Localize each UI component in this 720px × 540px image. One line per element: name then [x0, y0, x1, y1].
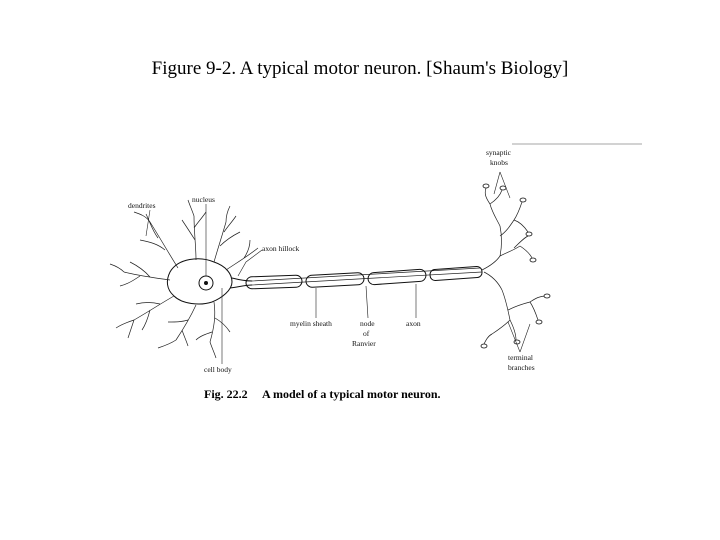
synaptic-knobs	[480, 183, 551, 349]
label-synaptic: synaptic	[486, 148, 512, 157]
label-branches: branches	[508, 363, 535, 372]
myelin-sheath-segments	[245, 266, 483, 290]
label-knobs: knobs	[490, 158, 508, 167]
label-node-3: Ranvier	[352, 339, 376, 348]
label-node-2: of	[363, 329, 370, 338]
caption-number: Fig. 22.2	[204, 387, 248, 401]
label-cell-body: cell body	[204, 365, 232, 374]
label-nucleus: nucleus	[192, 195, 215, 204]
leader-lines	[145, 171, 531, 364]
cell-body	[166, 258, 233, 305]
label-axon: axon	[406, 319, 421, 328]
label-myelin-sheath: myelin sheath	[290, 319, 332, 328]
label-dendrites: dendrites	[128, 201, 156, 210]
label-axon-hillock: axon hillock	[262, 244, 300, 253]
nucleolus	[204, 281, 208, 285]
label-terminal: terminal	[508, 353, 533, 362]
terminal-branches	[481, 187, 547, 345]
label-node-1: node	[360, 319, 375, 328]
axon	[251, 267, 483, 286]
axon-hillock	[229, 277, 253, 289]
dendrites	[109, 199, 259, 359]
slide-title: Figure 9-2. A typical motor neuron. [Sha…	[151, 58, 569, 79]
caption-text: A model of a typical motor neuron.	[262, 387, 441, 401]
